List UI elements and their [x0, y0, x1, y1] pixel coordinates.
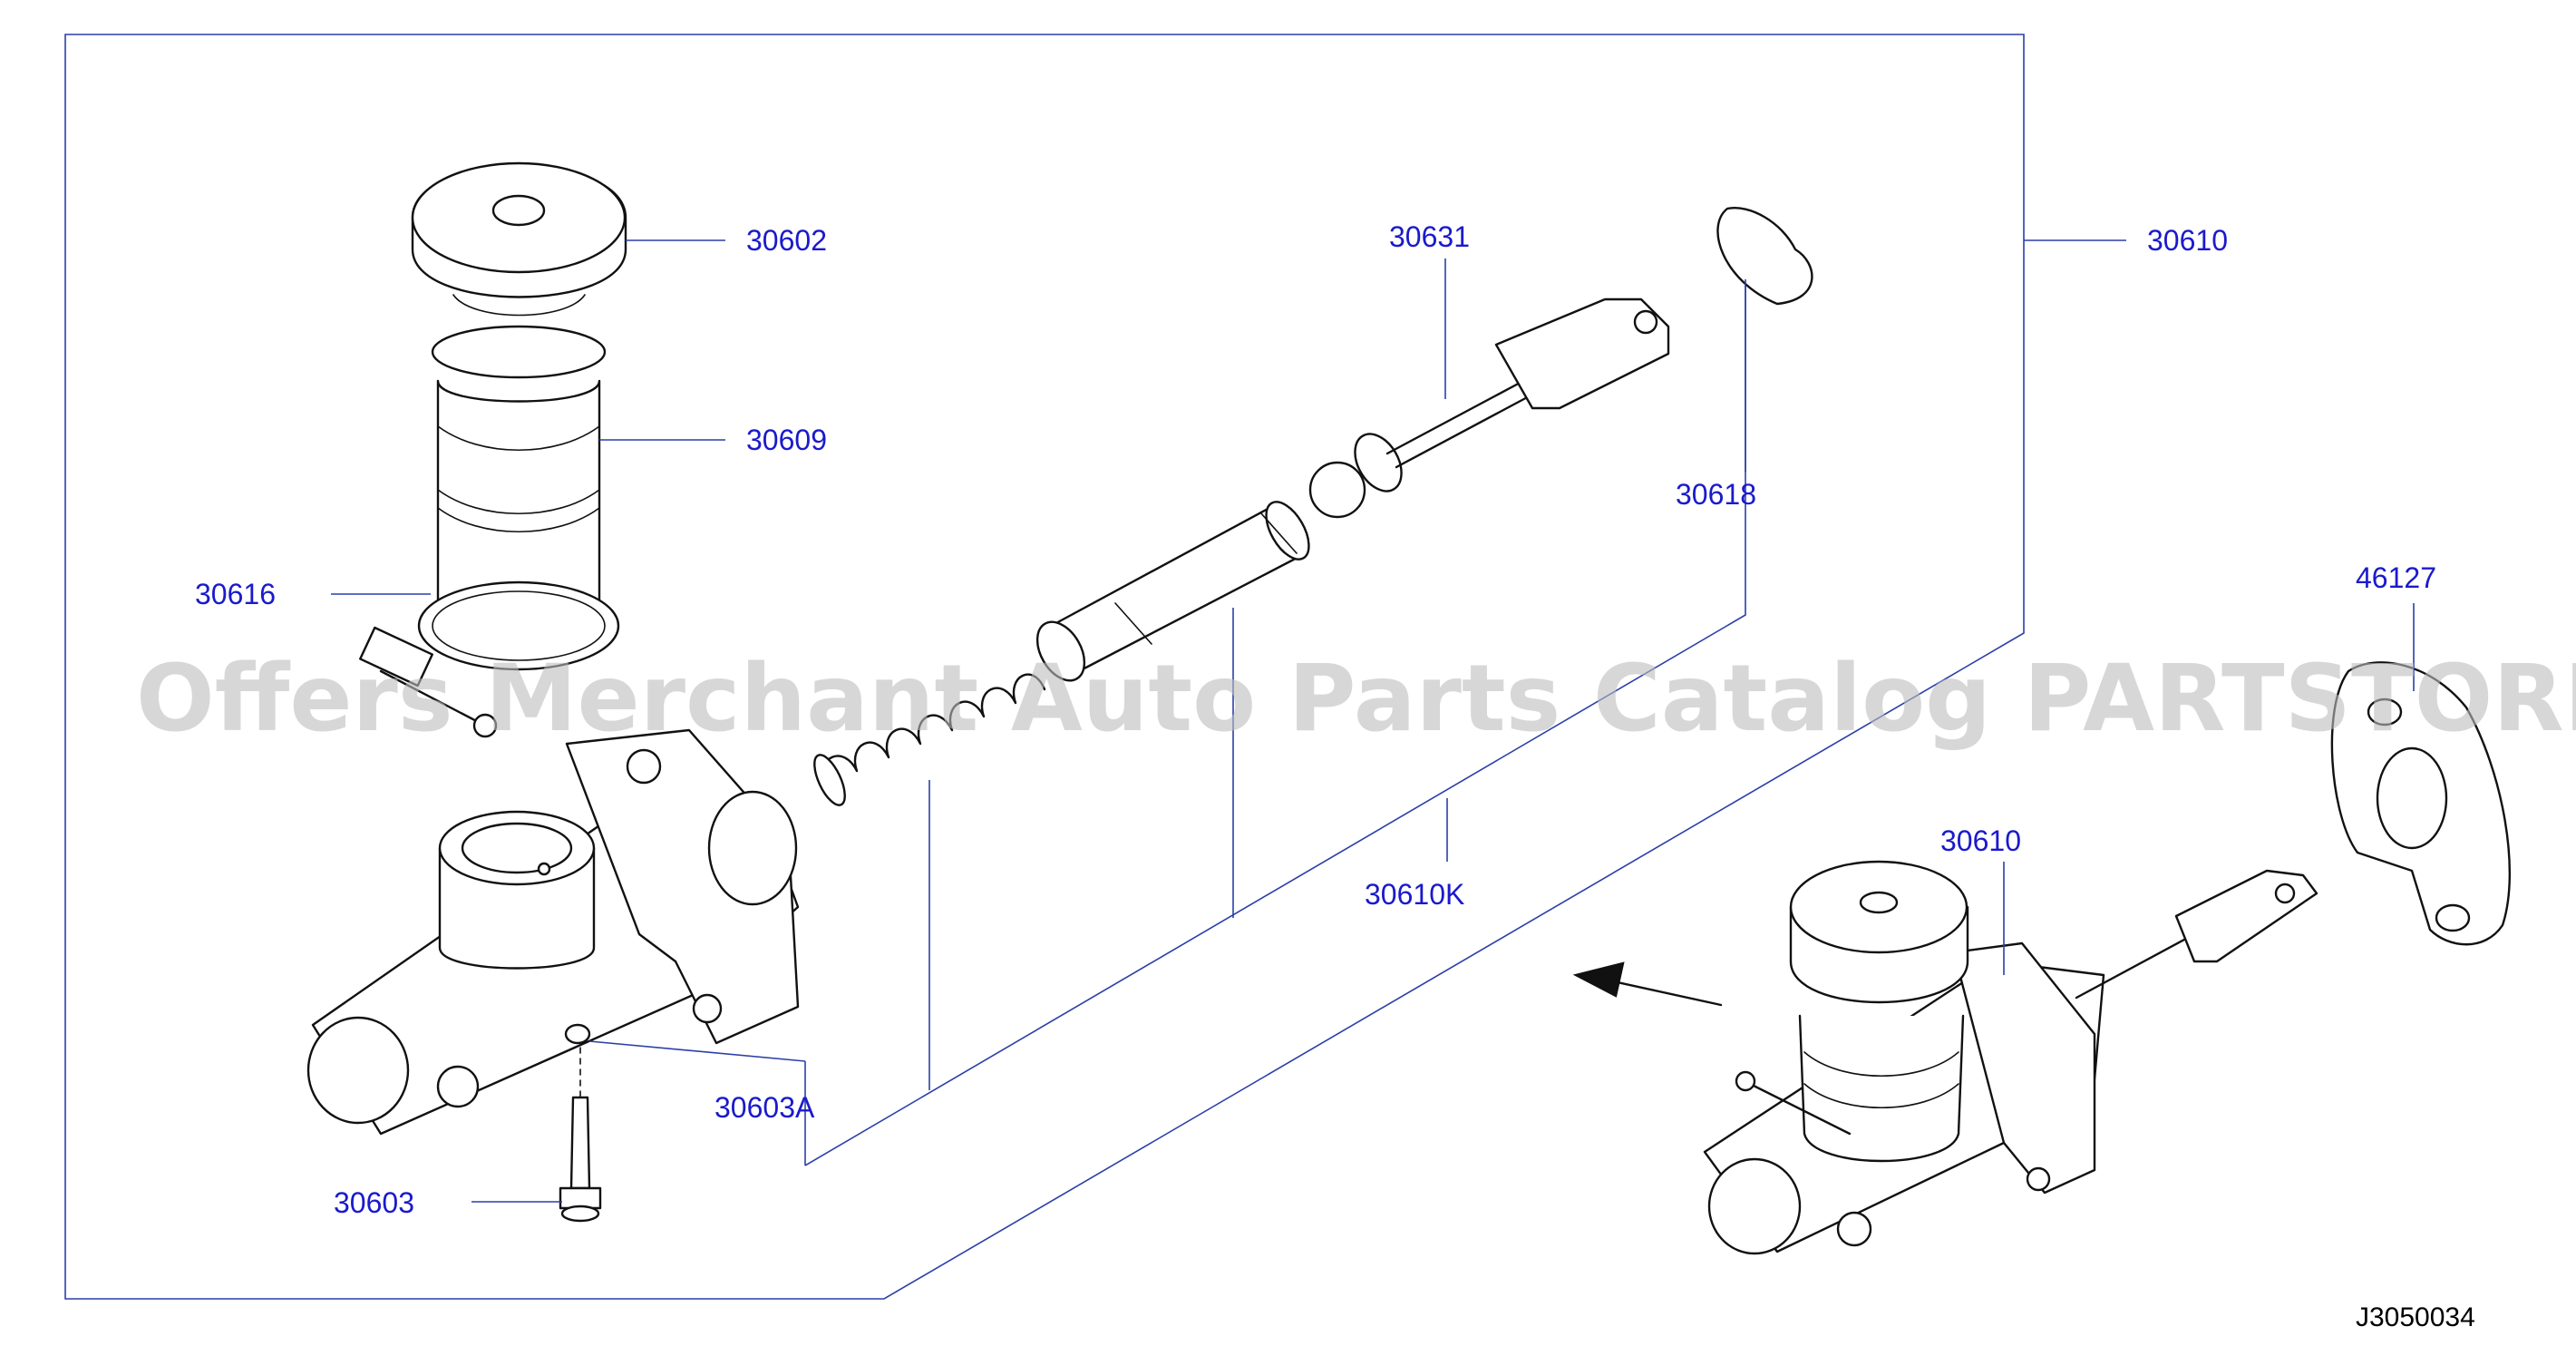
reservoir-band: [359, 580, 620, 738]
label-30602: 30602: [746, 224, 827, 257]
label-30603: 30603: [334, 1186, 414, 1219]
label-30609: 30609: [746, 424, 827, 456]
label-assembled-30610: 30610: [1940, 824, 2021, 857]
kit-frame: [804, 555, 1746, 1166]
assembly-frame: [64, 34, 2025, 1300]
piston: [1035, 501, 1310, 682]
watermark-text: Offers Merchant Auto Parts Catalog PARTS…: [136, 645, 2576, 753]
label-30610: 30610: [2147, 224, 2228, 257]
label-30603A: 30603A: [714, 1091, 815, 1124]
label-30616: 30616: [195, 578, 276, 610]
direction-arrow: [1572, 961, 1723, 1007]
label-46127: 46127: [2356, 561, 2436, 594]
reservoir-cap: [411, 161, 627, 317]
snap-ring: [1716, 207, 1813, 306]
master-cylinder-body: [306, 728, 800, 1136]
label-30618: 30618: [1676, 478, 1756, 511]
push-rod: [1308, 297, 1670, 519]
spacer: [2330, 661, 2512, 946]
assembled-unit: [1703, 860, 2318, 1255]
label-30610K: 30610K: [1365, 878, 1464, 911]
return-spring: [813, 673, 1046, 806]
bolt: [559, 1047, 602, 1223]
label-30631: 30631: [1389, 220, 1470, 253]
leader-30603A: [588, 1040, 806, 1062]
seal-washer: [564, 1023, 591, 1045]
diagram-code: J3050034: [2356, 1302, 2475, 1332]
reservoir-body: [431, 325, 607, 632]
